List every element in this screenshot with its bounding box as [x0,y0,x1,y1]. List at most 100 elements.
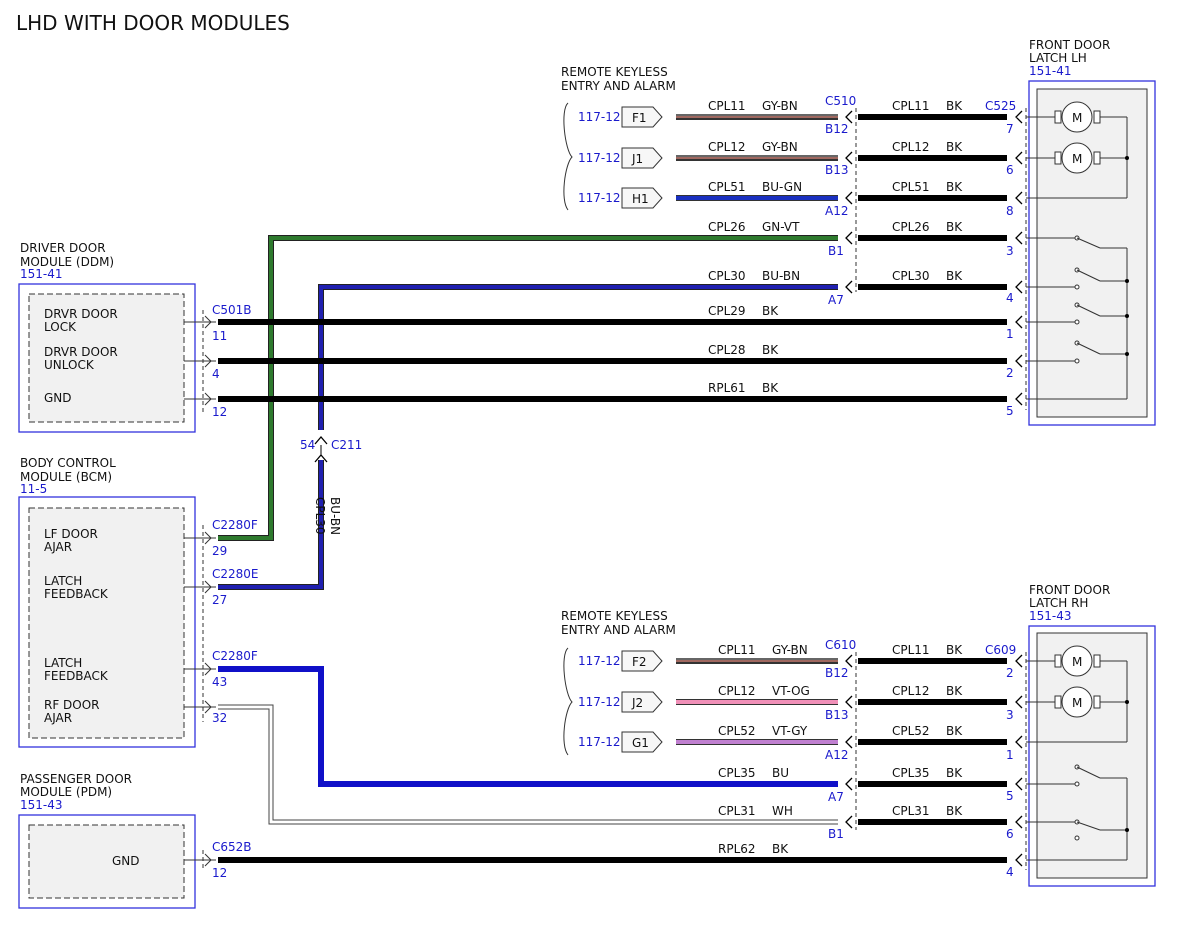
right-pin: 1 [1006,748,1014,762]
circuit-label: CPL35 [892,766,930,780]
color-label: BK [946,140,963,154]
color-label: BK [762,343,779,357]
color-label: BK [946,180,963,194]
pin-label: H1 [632,192,649,206]
top-row-cpl26: CPL26 GN-VT CPL26 BK B1 3 [708,220,1014,258]
circuit-label: RPL61 [708,381,746,395]
pin-label: J1 [631,152,643,166]
color-label: BU [772,766,789,780]
right-pin: 3 [1006,708,1014,722]
color-label: WH [772,804,793,818]
rke-bottom-brace [563,647,573,756]
ddm-pin-lock-1: DRVR DOOR [44,307,118,321]
color-label: GY-BN [762,140,798,154]
ddm-pin-lock-2: LOCK [44,320,77,334]
connector-c2280f-b: C2280F [212,649,258,663]
pin-pdm-gnd: 12 [212,866,227,880]
ddm-ref: 151-41 [20,267,63,281]
right-pin: 4 [1006,865,1014,879]
top-row-h1: 117-12 H1 CPL51 BU-GN CPL51 BK A12 8 [578,180,1014,218]
latch-lh-name-1: FRONT DOOR [1029,38,1110,52]
rke-bottom-name-1: REMOTE KEYLESS [561,609,668,623]
mid-pin: B12 [825,666,849,680]
bottom-row-f2: 117-12 F2 CPL11 GY-BN CPL11 BK B12 2 [578,643,1014,680]
pin-bcm-fb2: 43 [212,675,227,689]
color-label: GY-BN [762,99,798,113]
c510-column [845,108,857,294]
ddm-pin-unlock-1: DRVR DOOR [44,345,118,359]
color-label: BK [946,766,963,780]
right-pin: 5 [1006,789,1014,803]
passenger-door-module: PASSENGER DOOR MODULE (PDM) 151-43 GND [18,772,196,909]
bcm-pin-rf-2: AJAR [44,711,72,725]
mid-pin: A7 [828,790,844,804]
connector-c510: C510 [825,94,856,108]
color-label: BK [946,269,963,283]
right-pin: 4 [1006,291,1014,305]
pdm-ref: 151-43 [20,798,63,812]
connector-c211-symbol [314,436,328,463]
latch-lh-ref: 151-41 [1029,64,1072,78]
circuit-label: CPL30 [708,269,746,283]
driver-door-module: DRIVER DOOR MODULE (DDM) 151-41 DRVR DOO… [18,241,196,433]
color-label: BU-GN [762,180,802,194]
circuit-label: CPL28 [708,343,746,357]
bcm-ref: 11-5 [20,482,47,496]
bcm-name-1: BODY CONTROL [20,456,116,470]
front-door-latch-lh: FRONT DOOR LATCH LH 151-41 M M [1026,38,1156,426]
ddm-pin-gnd: GND [44,391,72,405]
pin-label: J2 [631,696,643,710]
color-label: GN-VT [762,220,800,234]
page-title: LHD WITH DOOR MODULES [16,11,290,35]
top-row-j1: 117-12 J1 CPL12 GY-BN CPL12 BK B13 6 [578,140,1014,177]
pin-ddm-unlock: 4 [212,367,220,381]
ddm-name-1: DRIVER DOOR [20,241,106,255]
ddm-pin-unlock-2: UNLOCK [44,358,95,372]
color-label: BK [946,804,963,818]
color-label: BK [946,99,963,113]
top-row-cpl28: CPL28 BK 2 [708,343,1014,380]
right-pin: 2 [1006,366,1014,380]
pdm-pin-gnd: GND [112,854,140,868]
right-pin: 8 [1006,204,1014,218]
connector-c2280f-a: C2280F [212,518,258,532]
bottom-row-cpl35: CPL35 BU CPL35 BK A7 5 [718,766,1014,804]
body-control-module: BODY CONTROL MODULE (BCM) 11-5 LF DOOR A… [18,456,196,748]
mid-pin: A7 [828,293,844,307]
pin-ddm-gnd: 12 [212,405,227,419]
bcm-pin-rf-1: RF DOOR [44,698,100,712]
circuit-label: CPL12 [892,140,930,154]
top-row-f1: 117-12 F1 CPL11 GY-BN CPL11 BK B12 7 [578,99,1014,136]
pin-bcm-fb1: 27 [212,593,227,607]
vertical-wire-color: BU-BN [328,497,342,535]
color-label: VT-GY [772,724,808,738]
left-connector-edges [184,310,216,870]
module-wires [218,235,1007,863]
circuit-label: CPL35 [718,766,756,780]
ref-label: 117-12 [578,654,621,668]
motor-label: M [1072,152,1082,166]
right-pin: 6 [1006,827,1014,841]
circuit-label: CPL11 [718,643,756,657]
connector-c610: C610 [825,638,856,652]
vertical-wire-circuit: CPL30 [313,497,327,535]
bcm-pin-lf-2: AJAR [44,540,72,554]
connector-c525: C525 [985,99,1016,113]
c609-column [1015,652,1027,870]
color-label: GY-BN [772,643,808,657]
ref-label: 117-12 [578,110,621,124]
color-label: VT-OG [772,684,810,698]
ref-label: 117-12 [578,695,621,709]
rke-top-name-2: ENTRY AND ALARM [561,79,676,93]
ddm-inner [28,293,185,423]
rke-top-name-1: REMOTE KEYLESS [561,65,668,79]
circuit-label: CPL26 [708,220,746,234]
ddm-name-2: MODULE (DDM) [20,255,114,269]
connector-c211: C211 [331,438,362,452]
bcm-pin-fb2-2: FEEDBACK [44,669,109,683]
right-pin: 1 [1006,327,1014,341]
bottom-row-rpl62: RPL62 BK 4 [718,842,1014,879]
bcm-pin-fb2-1: LATCH [44,656,82,670]
pdm-name-1: PASSENGER DOOR [20,772,132,786]
